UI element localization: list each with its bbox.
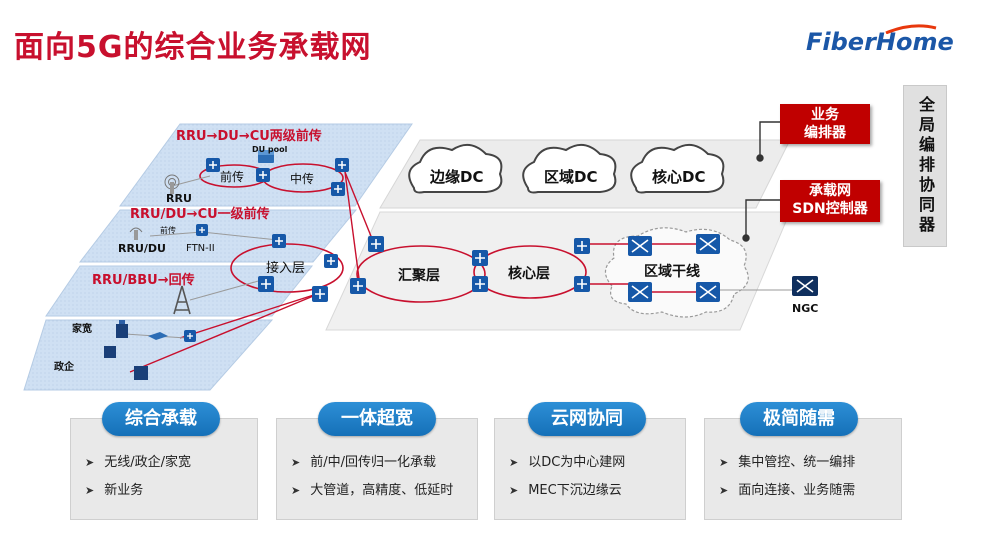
home-building-icon [116, 320, 128, 338]
orchestrator-line1: 业务 [811, 107, 839, 123]
feature-2-title: 一体超宽 [318, 402, 436, 436]
arrow-icon: ➤ [291, 484, 301, 497]
logo-swoosh-icon [885, 24, 937, 34]
du-pool-label: DU pool [252, 145, 288, 154]
core-layer-label: 核心层 [508, 265, 550, 282]
regional-dc-label: 区域DC [544, 168, 597, 186]
feature-1-item-2: ➤新业务 [85, 483, 144, 498]
aggregation-label: 汇聚层 [398, 268, 440, 284]
ftn-label: FTN-II [186, 243, 215, 254]
du-pool-server-icon [258, 150, 274, 163]
feature-box-2: ➤前/中/回传归一化承载 ➤大管道，高精度、低延时 [276, 418, 478, 520]
feature-2-item-1: ➤前/中/回传归一化承载 [291, 455, 436, 470]
router-icons [184, 158, 590, 342]
feature-3-item-2: ➤MEC下沉边缘云 [509, 483, 622, 498]
gov-building-icon [104, 346, 116, 358]
trunk-label: 区域干线 [644, 263, 700, 280]
midhaul-label: 中传 [290, 171, 314, 186]
arrow-icon: ➤ [291, 456, 301, 469]
feature-4-title: 极简随需 [740, 402, 858, 436]
edge-dc-cloud [408, 143, 503, 194]
sdn-controller-box: 承载网 SDN控制器 [780, 180, 880, 222]
feature-1-item-1: ➤无线/政企/家宽 [85, 455, 191, 470]
feature-2-item-2: ➤大管道，高精度、低延时 [291, 483, 454, 498]
aggregation-ring [356, 245, 486, 303]
edge-dc-label: 边缘DC [429, 168, 483, 186]
core-dc-label: 核心DC [652, 168, 705, 186]
fronthaul-label: 前传 [220, 169, 244, 184]
access-layer-label: 接入层 [266, 260, 305, 276]
core-dc-cloud [630, 143, 725, 194]
feature-3-title: 云网协同 [528, 402, 646, 436]
core-switch-icons [628, 234, 818, 302]
arrow-icon: ➤ [719, 484, 729, 497]
regional-dc-cloud [522, 143, 617, 194]
row2-title: RRU/DU→CU一级前传 [130, 206, 270, 222]
feature-box-1: ➤无线/政企/家宽 ➤新业务 [70, 418, 258, 520]
global-orchestrator-bar: 全局编排协同器 [903, 85, 947, 247]
rru-antenna-icon [164, 174, 180, 194]
feature-4-item-1: ➤集中管控、统一编排 [719, 455, 856, 470]
home-label: 家宽 [72, 322, 92, 335]
sdn-line1: 承载网 [809, 183, 851, 199]
control-connectors [742, 121, 780, 242]
fronthaul-small-label: 前传 [160, 225, 176, 235]
row3-title: RRU/BBU→回传 [92, 272, 195, 288]
orchestrator-line2: 编排器 [804, 125, 846, 141]
access-plane-4 [23, 319, 274, 391]
gov-label: 政企 [54, 360, 75, 373]
rru-label: RRU [166, 192, 192, 205]
feature-4-item-2: ➤面向连接、业务随需 [719, 483, 856, 498]
access-ring [230, 243, 344, 293]
core-ring [473, 245, 587, 299]
access-plane-2 [78, 209, 358, 263]
home-modem-icon [148, 332, 168, 340]
arrow-icon: ➤ [509, 456, 519, 469]
arrow-icon: ➤ [85, 484, 95, 497]
sdn-line2: SDN控制器 [792, 201, 868, 217]
row1-title: RRU→DU→CU两级前传 [176, 128, 322, 144]
feature-1-title: 综合承载 [102, 402, 220, 436]
fiberhome-logo: FiberHome [806, 28, 954, 56]
gov-building2-icon [134, 366, 148, 380]
access-plane-3 [45, 265, 314, 317]
bbu-tower-icon [173, 285, 191, 315]
feature-3-item-1: ➤以DC为中心建网 [509, 455, 626, 470]
ngc-label: NGC [792, 302, 818, 315]
arrow-icon: ➤ [719, 456, 729, 469]
service-orchestrator-box: 业务 编排器 [780, 104, 870, 144]
arrow-icon: ➤ [85, 456, 95, 469]
rru-du-label: RRU/DU [118, 242, 166, 255]
page-title: 面向5G的综合业务承载网 [14, 30, 372, 65]
rru-du-antenna-icon [129, 227, 143, 240]
arrow-icon: ➤ [509, 484, 519, 497]
